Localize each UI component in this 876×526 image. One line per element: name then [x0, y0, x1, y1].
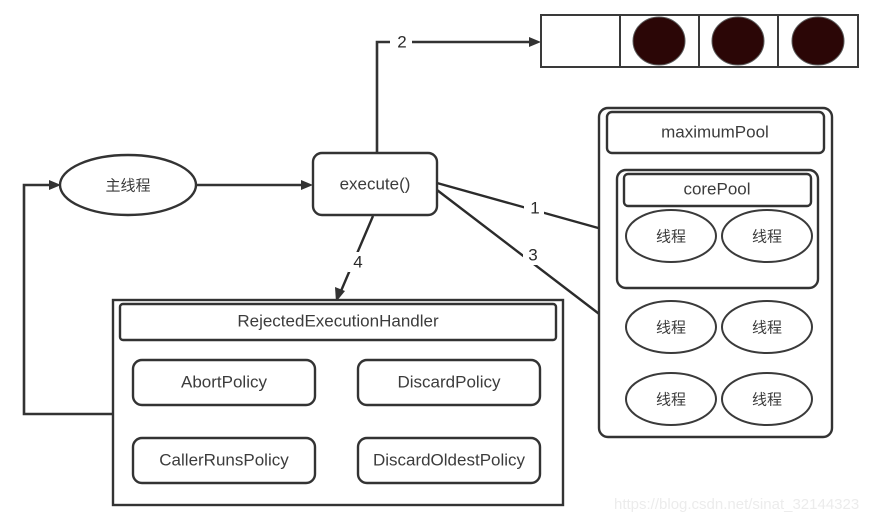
queue-cell[interactable]	[777, 14, 859, 68]
edge-line	[22, 183, 115, 416]
thread-label: 线程	[752, 228, 782, 246]
execute-label: execute()	[340, 174, 411, 193]
queue-cell-box	[540, 14, 621, 68]
edge-label-2: 2	[397, 32, 406, 51]
policy-item[interactable]: DiscardPolicy	[356, 358, 542, 407]
thread-label: 线程	[752, 319, 782, 337]
maximum-pool-thread[interactable]: 线程	[625, 300, 717, 354]
edge-rejected-handler-to-main-thread	[22, 180, 115, 416]
edge-label-1: 1	[530, 198, 539, 217]
policy-box	[131, 358, 317, 407]
maximum-pool-thread[interactable]: 线程	[625, 372, 717, 426]
node-execute[interactable]: execute()	[311, 151, 439, 217]
thread-ellipse	[721, 209, 813, 263]
policy-label: AbortPolicy	[181, 372, 267, 391]
rejected-handler-header	[118, 302, 558, 342]
thread-label: 线程	[752, 391, 782, 409]
arrowhead-icon	[301, 180, 313, 190]
rejected-handler-title: RejectedExecutionHandler	[237, 311, 439, 330]
node-maximum-pool[interactable]: maximumPool corePool 线程 线程 线程 线程	[597, 106, 834, 439]
queued-task-icon	[711, 16, 765, 66]
arrowhead-icon	[335, 287, 345, 302]
arrowhead-icon	[529, 37, 541, 47]
edge-execute-to-core-pool: 1	[436, 181, 620, 234]
queue-cell[interactable]	[540, 14, 621, 68]
edge-execute-to-queue: 2	[375, 32, 541, 155]
maximum-pool-title: maximumPool	[661, 122, 769, 141]
edge-label-4: 4	[353, 252, 362, 271]
node-rejected-execution-handler[interactable]: RejectedExecutionHandler AbortPolicy Dis…	[111, 298, 565, 507]
queue-cell[interactable]	[698, 14, 779, 68]
policy-item[interactable]: DiscardOldestPolicy	[356, 436, 542, 485]
edge-execute-to-rejected-handler: 4	[335, 215, 375, 302]
policy-item[interactable]: CallerRunsPolicy	[131, 436, 317, 485]
node-task-queue[interactable]	[540, 14, 859, 68]
edge-label-backdrop	[348, 252, 368, 272]
edge-line	[436, 181, 610, 233]
core-pool-title: corePool	[683, 179, 750, 198]
thread-ellipse	[625, 300, 717, 354]
policy-box	[131, 436, 317, 485]
edge-label-backdrop	[523, 245, 543, 265]
thread-ellipse	[721, 372, 813, 426]
maximum-pool-header	[605, 110, 826, 155]
queued-task-icon	[791, 16, 845, 66]
policy-item[interactable]: AbortPolicy	[131, 358, 317, 407]
edge-execute-to-extra-thread: 3	[436, 189, 622, 331]
policy-label: DiscardPolicy	[398, 372, 501, 391]
core-pool-thread[interactable]: 线程	[721, 209, 813, 263]
main-thread-label: 主线程	[105, 177, 150, 195]
queue-cell[interactable]	[619, 14, 700, 68]
edge-label-3: 3	[528, 245, 537, 264]
node-main-thread[interactable]: 主线程	[58, 153, 198, 217]
thread-label: 线程	[656, 391, 686, 409]
core-pool-thread[interactable]: 线程	[625, 209, 717, 263]
node-core-pool[interactable]: corePool 线程 线程	[615, 168, 820, 290]
thread-ellipse	[625, 372, 717, 426]
edge-label-backdrop	[524, 198, 544, 218]
edge-line	[375, 40, 533, 155]
thread-label: 线程	[656, 228, 686, 246]
main-thread-ellipse	[58, 153, 198, 217]
core-pool-header	[622, 172, 813, 208]
queued-task-icon	[632, 16, 686, 66]
maximum-pool-thread[interactable]: 线程	[721, 372, 813, 426]
maximum-pool-thread[interactable]: 线程	[721, 300, 813, 354]
policy-box	[356, 436, 542, 485]
thread-ellipse	[625, 209, 717, 263]
edge-label-backdrop	[390, 32, 412, 52]
policy-label: CallerRunsPolicy	[159, 450, 289, 469]
policy-box	[356, 358, 542, 407]
execute-box	[311, 151, 439, 217]
thread-ellipse	[721, 300, 813, 354]
edge-main-thread-to-execute	[194, 180, 313, 190]
policy-label: DiscardOldestPolicy	[373, 450, 526, 469]
thread-label: 线程	[656, 319, 686, 337]
arrowhead-icon	[49, 180, 61, 190]
watermark-text: https://blog.csdn.net/sinat_32144323	[614, 496, 859, 513]
